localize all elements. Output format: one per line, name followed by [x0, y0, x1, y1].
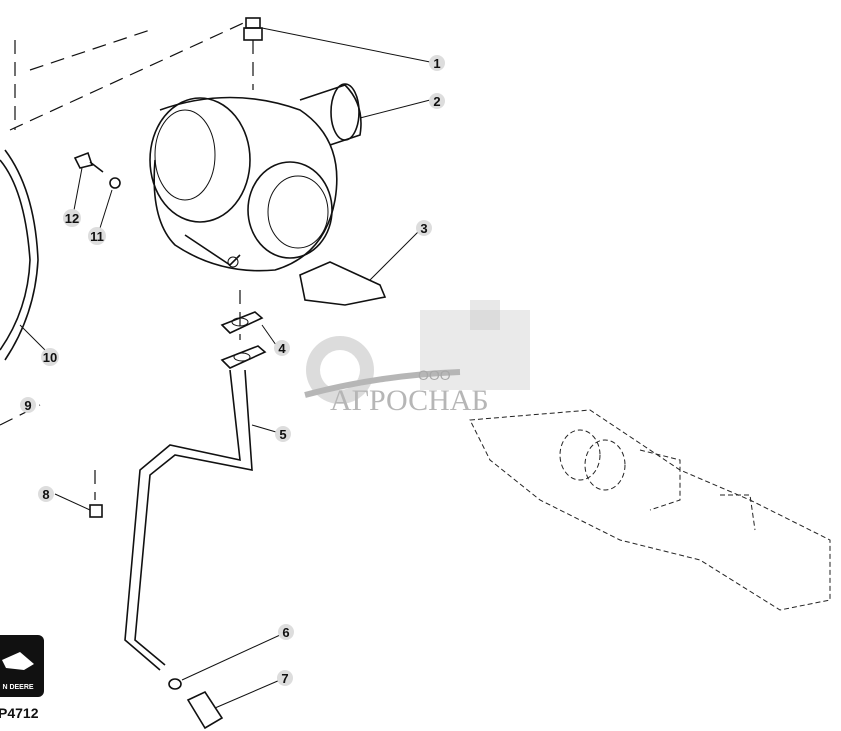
part-10-oil-line: [0, 149, 39, 361]
callouts: [20, 55, 445, 686]
callout-1: 1: [433, 56, 440, 71]
watermark-name: АГРОСНАБ: [330, 384, 489, 417]
deer-icon: [2, 652, 34, 670]
figure-id: P4712: [0, 705, 39, 721]
callout-3: 3: [420, 221, 427, 236]
exhaust-manifold: [469, 409, 831, 611]
callout-2: 2: [433, 94, 440, 109]
part-11-washer: [109, 177, 121, 189]
watermark-prefix: ООО: [418, 367, 451, 383]
part-6-o-ring: [168, 678, 182, 690]
part-8-plug: [89, 504, 103, 518]
callout-4: 4: [278, 341, 286, 356]
assembly-lines: [0, 19, 254, 500]
callout-12: 12: [65, 211, 79, 226]
part-12-bolt: [73, 151, 104, 173]
part-4-gaskets: [220, 311, 267, 369]
callout-6: 6: [282, 625, 289, 640]
watermark: ООО АГРОСНАБ: [304, 300, 530, 417]
john-deere-logo: N DEERE: [0, 635, 44, 697]
callout-11: 11: [90, 229, 104, 244]
part-3-gasket: [299, 261, 387, 306]
logo-text: N DEERE: [2, 684, 33, 691]
callout-9: 9: [24, 398, 31, 413]
callout-5: 5: [279, 427, 286, 442]
part-7-adapter: [186, 690, 224, 730]
callout-8: 8: [42, 487, 49, 502]
callout-10: 10: [43, 350, 57, 365]
callout-7: 7: [281, 671, 288, 686]
turbocharger: [149, 83, 362, 272]
part-1-fitting: [243, 17, 263, 41]
leader-lines: [19, 27, 431, 709]
part-5-oil-return-tube: [124, 369, 253, 671]
